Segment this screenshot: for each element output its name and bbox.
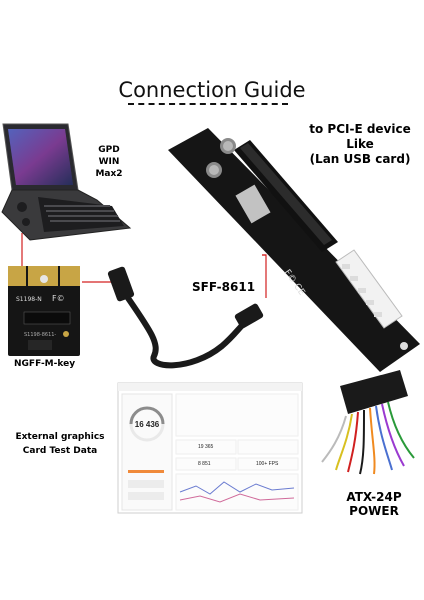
svg-text:S1198-N: S1198-N — [16, 296, 42, 303]
device-label-line: GPD — [98, 145, 120, 155]
ngff-adapter-card: S1198-N F© S1198-8611- — [8, 266, 80, 356]
external-label-line: Card Test Data — [22, 446, 98, 456]
page-title: Connection Guide — [118, 78, 306, 102]
benchmark-stat: 8 851 — [198, 461, 211, 467]
atx-label-line: ATX-24P — [346, 490, 402, 504]
benchmark-stat: 19 365 — [198, 444, 214, 450]
atx-label-line: POWER — [349, 504, 399, 518]
sff-8611-cable — [107, 266, 264, 369]
pcie-device-label: to PCI-E device Like (Lan USB card) — [300, 122, 420, 167]
device-label-line: Max2 — [95, 169, 123, 179]
svg-text:S1198-8611-: S1198-8611- — [24, 332, 56, 338]
device-label-line: WIN — [98, 157, 120, 167]
connector-lines — [21, 233, 267, 298]
benchmark-score: 16 436 — [134, 420, 160, 429]
laptop-illustration — [1, 123, 132, 241]
pcie-adapter-board: F© CE — [168, 128, 420, 372]
benchmark-screenshot — [117, 382, 303, 514]
pcie-label-line: to PCI-E device — [309, 122, 411, 136]
title-underline — [128, 103, 288, 105]
ngff-m-key-label: NGFF-M-key — [14, 359, 76, 369]
pcie-label-line: (Lan USB card) — [309, 152, 411, 166]
benchmark-stat: 100+ FPS — [256, 461, 279, 467]
pcie-label-line: Like — [346, 137, 374, 151]
external-label-line: External graphics — [15, 432, 105, 442]
sff-8611-label: SFF-8611 — [192, 280, 256, 294]
device-label: GPD WIN Max2 — [92, 144, 126, 180]
external-graphics-label: External graphics Card Test Data — [10, 430, 110, 458]
atx-24p-cable — [321, 370, 415, 475]
svg-text:F©: F© — [52, 294, 65, 303]
atx-power-label: ATX-24P POWER — [334, 490, 414, 518]
